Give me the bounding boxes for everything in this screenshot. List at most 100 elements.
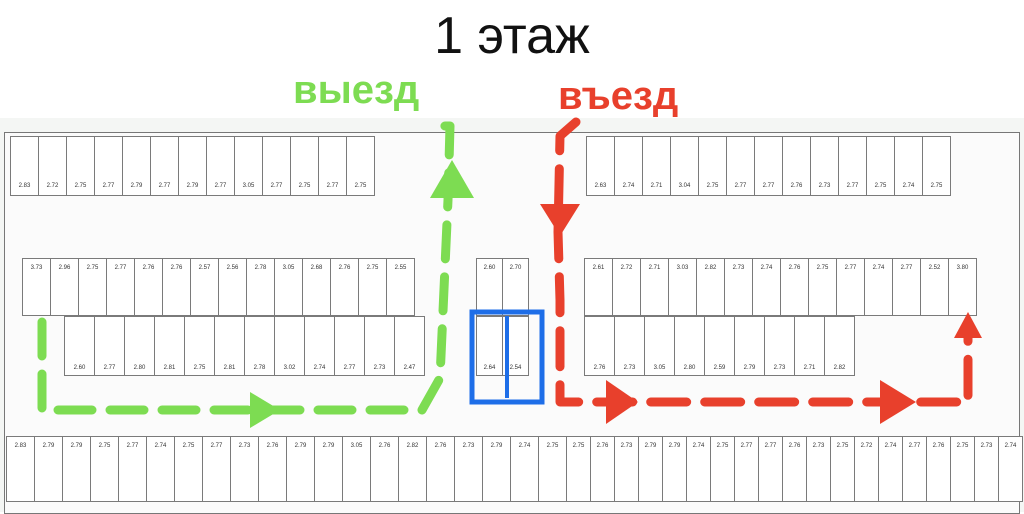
space-width-label: 2.79: [668, 443, 681, 449]
parking-space: 3.73: [22, 258, 51, 316]
space-width-label: 2.75: [572, 443, 585, 449]
space-width-label: 2.76: [593, 365, 606, 371]
parking-space: 2.71: [640, 258, 669, 316]
parking-space: 2.55: [386, 258, 415, 316]
parking-space: 2.76: [926, 436, 951, 502]
space-width-label: 2.74: [760, 265, 773, 271]
parking-space: 2.80: [124, 316, 155, 376]
space-width-label: 2.73: [980, 443, 993, 449]
space-width-label: 2.75: [86, 265, 99, 271]
parking-space: 2.77: [318, 136, 347, 196]
entry-route-path: [553, 117, 973, 407]
space-width-label: 2.79: [743, 365, 756, 371]
space-width-label: 2.57: [198, 265, 211, 271]
space-width-label: 2.77: [114, 265, 127, 271]
space-width-label: 2.79: [294, 443, 307, 449]
parking-space: 2.73: [724, 258, 753, 316]
space-width-label: 2.52: [928, 265, 941, 271]
space-width-label: 2.76: [788, 265, 801, 271]
space-width-label: 2.60: [73, 365, 86, 371]
space-width-label: 2.82: [833, 365, 846, 371]
space-width-label: 2.76: [596, 443, 609, 449]
parking-space: 2.81: [214, 316, 245, 376]
space-width-label: 2.68: [310, 265, 323, 271]
space-width-label: 2.75: [366, 265, 379, 271]
exit-route-arrow-up: [430, 160, 474, 198]
space-width-label: 2.73: [373, 365, 386, 371]
parking-space: 2.82: [824, 316, 855, 376]
space-width-label: 2.75: [193, 365, 206, 371]
space-width-label: 2.75: [836, 443, 849, 449]
parking-space: 2.61: [584, 258, 613, 316]
space-width-label: 2.73: [462, 443, 475, 449]
space-width-label: 2.77: [102, 183, 115, 189]
exit-label: выезд: [293, 68, 420, 112]
space-width-label: 2.73: [238, 443, 251, 449]
parking-space: 2.76: [780, 258, 809, 316]
parking-space: 2.76: [258, 436, 287, 502]
parking-space: 2.79: [662, 436, 687, 502]
exit-route-path: [37, 121, 455, 415]
space-width-label: 2.56: [226, 265, 239, 271]
parking-space: 2.77: [262, 136, 291, 196]
space-width-label: 3.03: [676, 265, 689, 271]
space-width-label: 2.74: [518, 443, 531, 449]
space-width-label: 2.71: [803, 365, 816, 371]
parking-space: 2.77: [334, 316, 365, 376]
space-width-label: 2.76: [932, 443, 945, 449]
space-width-label: 2.79: [70, 443, 83, 449]
space-width-label: 2.77: [762, 183, 775, 189]
space-width-label: 2.73: [620, 443, 633, 449]
space-width-label: 2.96: [58, 265, 71, 271]
exit-route-arrow-right: [250, 392, 280, 428]
space-width-label: 2.82: [704, 265, 717, 271]
parking-space: 2.52: [920, 258, 949, 316]
space-width-label: 3.73: [30, 265, 43, 271]
space-width-label: 2.78: [254, 265, 267, 271]
space-width-label: 2.77: [846, 183, 859, 189]
parking-space: 2.74: [894, 136, 923, 196]
space-width-label: 2.82: [406, 443, 419, 449]
parking-space: 2.47: [394, 316, 425, 376]
parking-space: 2.75: [698, 136, 727, 196]
space-width-label: 3.05: [242, 183, 255, 189]
parking-space: 2.73: [364, 316, 395, 376]
parking-space: 3.05: [274, 258, 303, 316]
parking-space: 2.73: [806, 436, 831, 502]
space-width-label: 2.81: [223, 365, 236, 371]
entry-label: въезд: [558, 74, 679, 118]
space-width-label: 2.83: [14, 443, 27, 449]
parking-space: 2.75: [830, 436, 855, 502]
space-width-label: 2.59: [713, 365, 726, 371]
parking-space: 2.74: [998, 436, 1023, 502]
space-width-label: 3.05: [350, 443, 363, 449]
space-width-label: 2.75: [956, 443, 969, 449]
space-width-label: 2.77: [900, 265, 913, 271]
space-width-label: 2.77: [764, 443, 777, 449]
parking-space: 2.79: [314, 436, 343, 502]
space-width-label: 3.05: [282, 265, 295, 271]
space-width-label: 2.74: [622, 183, 635, 189]
space-width-label: 3.80: [956, 265, 969, 271]
space-width-label: 2.76: [266, 443, 279, 449]
space-width-label: 2.76: [338, 265, 351, 271]
parking-space: 2.75: [538, 436, 567, 502]
space-width-label: 2.70: [509, 265, 522, 271]
parking-space: 2.56: [218, 258, 247, 316]
parking-space: 2.77: [754, 136, 783, 196]
space-width-label: 2.77: [343, 365, 356, 371]
entry-route-arrow-down: [540, 204, 580, 236]
space-width-label: 3.04: [678, 183, 691, 189]
parking-space: 3.05: [234, 136, 263, 196]
space-width-label: 2.77: [210, 443, 223, 449]
parking-space: 2.75: [358, 258, 387, 316]
parking-space: 2.76: [370, 436, 399, 502]
parking-space: 2.79: [482, 436, 511, 502]
parking-space: 2.60: [476, 258, 503, 316]
space-width-label: 2.74: [872, 265, 885, 271]
space-width-label: 2.77: [158, 183, 171, 189]
space-width-label: 2.54: [509, 365, 522, 371]
parking-space: 2.77: [892, 258, 921, 316]
parking-space: 2.71: [642, 136, 671, 196]
